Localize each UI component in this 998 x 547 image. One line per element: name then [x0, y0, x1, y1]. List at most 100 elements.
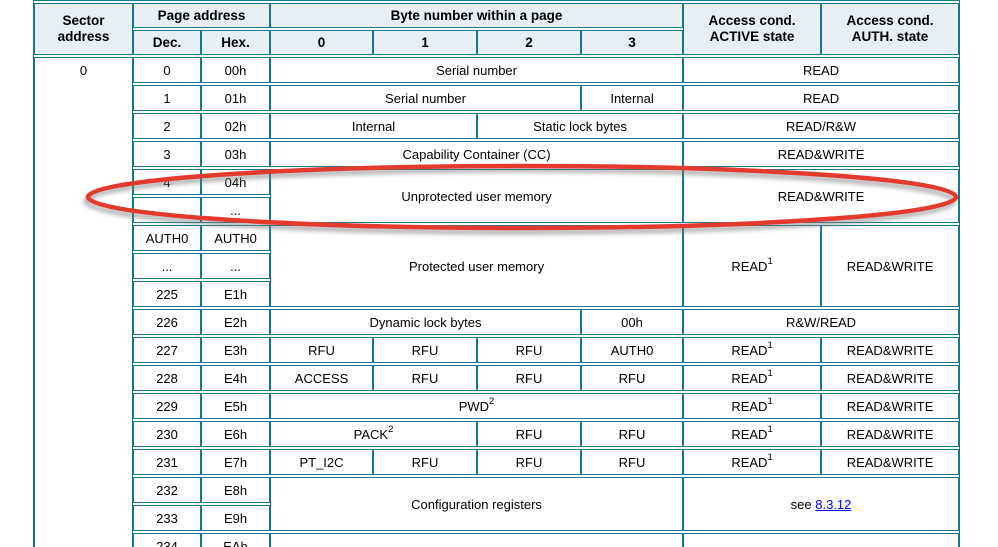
byte-cell: RFU [477, 421, 582, 447]
access-cell: READ [683, 85, 960, 111]
byte-cell: 00h [581, 309, 684, 335]
page-dec-cell: 1 [133, 85, 201, 111]
page-hex-cell: E1h [201, 281, 271, 307]
byte-cell: Configuration registers [270, 477, 684, 531]
access-cell: READ [683, 57, 960, 83]
byte-cell: Capability Container (CC) [270, 141, 684, 167]
page-dec-cell: 229 [133, 393, 201, 419]
access-cell: READ/R&W [683, 113, 960, 139]
header-hex: Hex. [201, 30, 271, 55]
header-row-1: Sector address Page address Byte number … [34, 3, 960, 55]
header-byte-3: 3 [581, 30, 684, 55]
header-dec: Dec. [133, 30, 201, 55]
page-hex-cell: E9h [201, 505, 271, 531]
byte-cell: RFU [373, 337, 478, 363]
byte-cell: Serial number [270, 85, 582, 111]
byte-cell: RFU [373, 365, 478, 391]
byte-cell: Internal [270, 113, 478, 139]
header-row-2: Dec. Hex. 0 1 2 3 [34, 30, 959, 55]
access-cell [683, 533, 960, 547]
page-dec-cell: 2 [133, 113, 201, 139]
page-hex-cell: E7h [201, 449, 271, 475]
page-dec-cell: 228 [133, 365, 201, 391]
byte-cell: PT_I2C [270, 449, 374, 475]
page-dec-cell: 226 [133, 309, 201, 335]
byte-cell: Dynamic lock bytes [270, 309, 582, 335]
byte-cell: Unprotected user memory [270, 169, 684, 223]
access-active-cell: READ1 [683, 449, 822, 475]
page-hex-cell: ... [201, 197, 271, 223]
page-hex-cell: E8h [201, 477, 271, 503]
access-active-cell: READ1 [683, 421, 822, 447]
access-active-cell: READ1 [683, 337, 822, 363]
page-dec-cell: 234 [133, 533, 201, 547]
access-auth-cell: READ&WRITE [821, 365, 960, 391]
page-dec-cell: ... [133, 197, 201, 223]
table-header: Sector address Page address Byte number … [34, 3, 960, 55]
byte-cell: PWD2 [270, 393, 684, 419]
page-hex-cell: 04h [201, 169, 271, 195]
byte-cell: RFU [373, 449, 478, 475]
page-dec-cell: 4 [133, 169, 201, 195]
footnote-superscript: 2 [489, 396, 495, 408]
header-sector-address: Sector address [34, 3, 133, 55]
page-dec-cell: 227 [133, 337, 201, 363]
page-dec-cell: 230 [133, 421, 201, 447]
section-link[interactable]: 8.3.12 [815, 496, 852, 512]
page-hex-cell: E3h [201, 337, 271, 363]
footnote-superscript: 1 [767, 340, 773, 352]
header-byte-2: 2 [477, 30, 582, 55]
access-cell: see 8.3.12 [683, 477, 960, 531]
access-auth-cell: READ&WRITE [821, 225, 960, 307]
page-hex-cell: ... [201, 253, 271, 279]
page-hex-cell: 01h [201, 85, 271, 111]
footnote-superscript: 2 [388, 424, 394, 436]
page-dec-cell: 233 [133, 505, 201, 531]
byte-cell: RFU [477, 449, 582, 475]
page-hex-cell: 02h [201, 113, 271, 139]
page-dec-cell: AUTH0 [133, 225, 201, 251]
page-hex-cell: 00h [201, 57, 271, 83]
access-active-cell: READ1 [683, 365, 822, 391]
table-row: ...... [34, 253, 959, 279]
byte-cell: RFU [477, 365, 582, 391]
footnote-superscript: 1 [767, 396, 773, 408]
header-access-active: Access cond. ACTIVE state [683, 3, 822, 55]
byte-cell: RFU [581, 365, 684, 391]
footnote-superscript: 1 [767, 452, 773, 464]
page-hex-cell: 03h [201, 141, 271, 167]
byte-cell: RFU [477, 337, 582, 363]
byte-cell: ACCESS [270, 365, 374, 391]
header-page-address: Page address [133, 3, 271, 28]
byte-cell: RFU [581, 421, 684, 447]
byte-cell: Internal [581, 85, 684, 111]
header-byte-number: Byte number within a page [270, 3, 684, 28]
byte-cell: Serial number [270, 57, 684, 83]
page-hex-cell: AUTH0 [201, 225, 271, 251]
page-hex-cell: E6h [201, 421, 271, 447]
byte-cell: PACK2 [270, 421, 478, 447]
page-dec-cell: 225 [133, 281, 201, 307]
access-auth-cell: READ&WRITE [821, 449, 960, 475]
access-active-cell: READ1 [683, 393, 822, 419]
access-active-cell: READ1 [683, 225, 822, 307]
access-auth-cell: READ&WRITE [821, 337, 960, 363]
header-byte-0: 0 [270, 30, 374, 55]
header-byte-1: 1 [373, 30, 478, 55]
sector-address-cell: 0 [34, 57, 133, 547]
memory-organization-table: Sector address Page address Byte number … [33, 0, 961, 547]
page-dec-cell: 0 [133, 57, 201, 83]
access-auth-cell: READ&WRITE [821, 421, 960, 447]
